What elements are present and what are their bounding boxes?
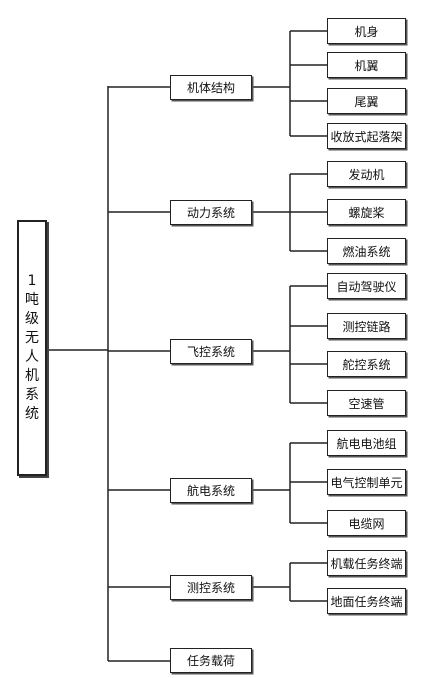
leaf-ground-terminal: 地面任务终端 (327, 588, 406, 614)
subsystem-power: 动力系统 (170, 200, 252, 225)
leaf-label: 电缆网 (348, 516, 385, 531)
leaf-fuselage: 机身 (327, 18, 406, 44)
leaf-label: 发动机 (348, 167, 385, 182)
leaf-landing-gear: 收放式起落架 (327, 123, 406, 149)
leaf-electrical-control-unit: 电气控制单元 (327, 469, 406, 495)
leaf-label: 机载任务终端 (330, 556, 403, 571)
leaf-airborne-terminal: 机载任务终端 (327, 550, 406, 576)
leaf-label: 舵控系统 (342, 357, 391, 372)
leaf-label: 测控链路 (342, 319, 391, 334)
subsystem-label: 动力系统 (186, 206, 235, 220)
subsystem-payload: 任务载荷 (170, 648, 252, 673)
leaf-label: 燃油系统 (342, 244, 391, 259)
subsystem-label: 机体结构 (186, 81, 235, 95)
root-system-label: 1吨级无人机系统 (25, 273, 39, 422)
leaf-wing: 机翼 (327, 52, 406, 78)
leaf-tail: 尾翼 (327, 88, 406, 114)
subsystem-label: 任务载荷 (186, 654, 235, 668)
leaf-datalink: 测控链路 (327, 313, 406, 339)
leaf-propeller: 螺旋桨 (327, 199, 406, 225)
leaf-fuel-system: 燃油系统 (327, 238, 406, 264)
subsystem-label: 测控系统 (186, 581, 235, 595)
subsystem-avionics: 航电系统 (170, 478, 252, 503)
subsystem-label: 飞控系统 (186, 345, 235, 359)
leaf-servo-system: 舵控系统 (327, 351, 406, 377)
leaf-battery-pack: 航电电池组 (327, 430, 406, 456)
leaf-autopilot: 自动驾驶仪 (327, 273, 406, 299)
subsystem-tt-c: 测控系统 (170, 575, 252, 600)
leaf-label: 航电电池组 (336, 436, 397, 451)
leaf-label: 尾翼 (354, 94, 379, 109)
leaf-pitot-tube: 空速管 (327, 390, 406, 416)
root-system-box: 1吨级无人机系统 (17, 220, 47, 476)
leaf-label: 自动驾驶仪 (336, 279, 397, 294)
leaf-label: 螺旋桨 (348, 205, 385, 220)
leaf-label: 机翼 (354, 58, 379, 73)
subsystem-label: 航电系统 (186, 484, 235, 498)
leaf-label: 收放式起落架 (330, 129, 403, 144)
leaf-cable-network: 电缆网 (327, 510, 406, 536)
leaf-label: 地面任务终端 (330, 594, 403, 609)
subsystem-flight-control: 飞控系统 (170, 339, 252, 364)
leaf-label: 空速管 (348, 396, 385, 411)
leaf-engine: 发动机 (327, 161, 406, 187)
leaf-label: 机身 (354, 24, 379, 39)
subsystem-structure: 机体结构 (170, 75, 252, 100)
leaf-label: 电气控制单元 (330, 475, 403, 490)
